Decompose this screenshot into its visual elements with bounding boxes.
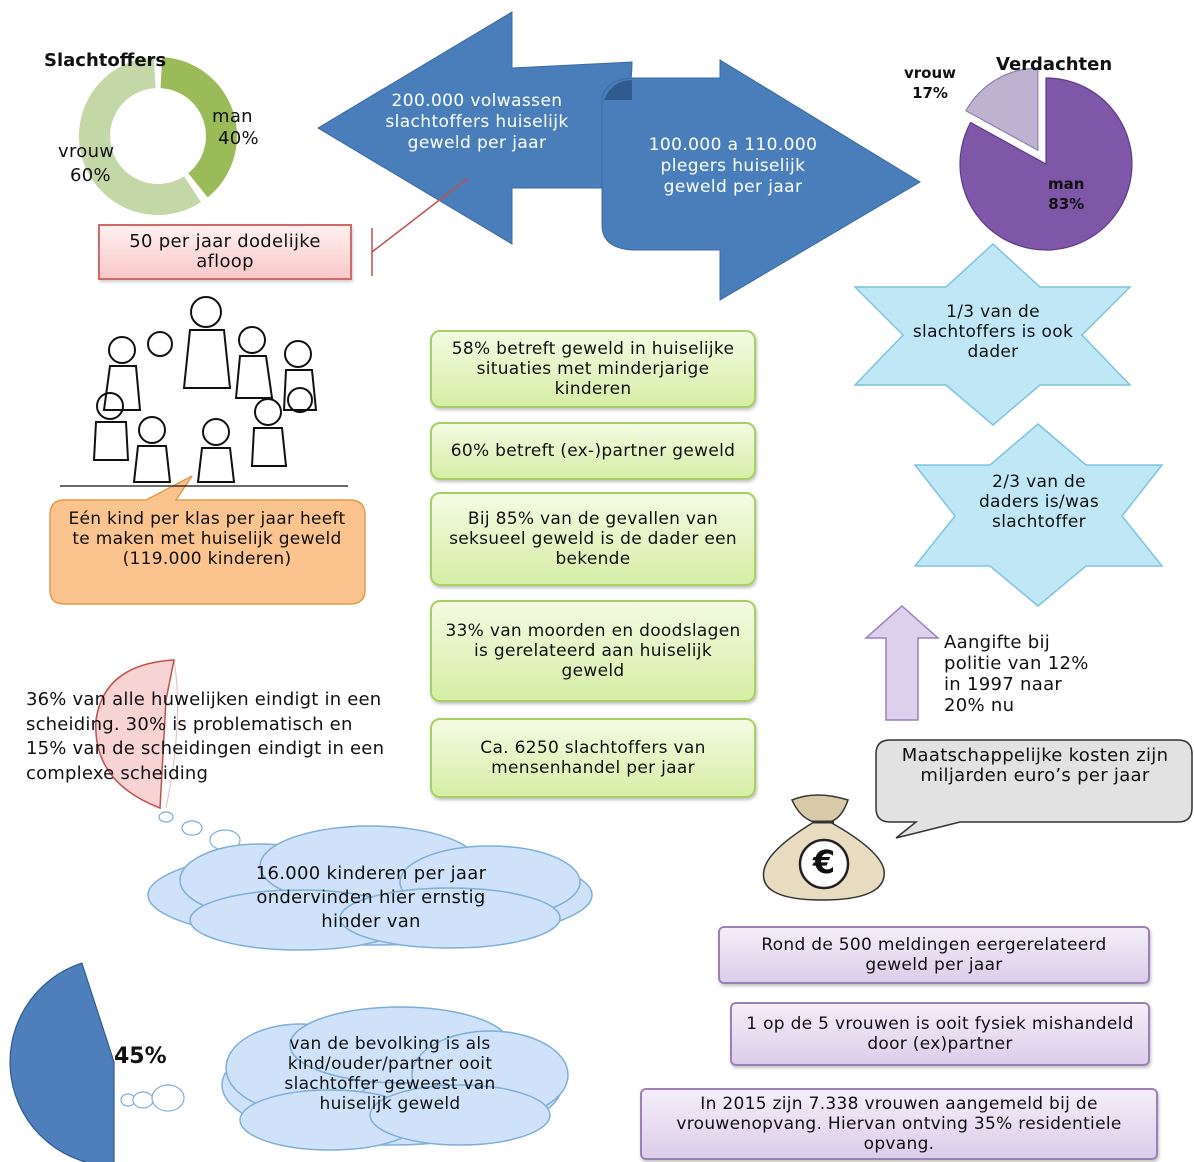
suspects-label-vrouw: vrouw 17% [904, 63, 956, 103]
star-perpetrators-victims-text: 2/3 van de daders is/was slachtoffer [978, 472, 1100, 532]
population-pie-chart [9, 962, 115, 1162]
perpetrators-arrow-text: 100.000 a 110.000 plegers huiselijk gewe… [648, 135, 818, 197]
population-cloud-shape [221, 1006, 569, 1151]
star-victims-perpetrators-text: 1/3 van de slachtoffers is ook dader [912, 302, 1074, 362]
victims-slice-vrouw [79, 57, 202, 215]
population-pct-label: 45% [114, 1044, 167, 1069]
arrow-fold [604, 80, 632, 100]
green-box-sexual: Bij 85% van de gevallen van seksueel gew… [430, 492, 756, 586]
suspects-label-vrouw-name: vrouw [904, 64, 957, 82]
children-cloud-shape [147, 825, 593, 951]
victims-label-man-name: man [212, 106, 253, 127]
purple-box-honor: Rond de 500 meldingen eergerelateerd gew… [718, 926, 1150, 984]
victims-slice-man [160, 57, 238, 198]
perpetrators-arrow-right [601, 59, 921, 301]
suspects-slice-man [959, 77, 1133, 251]
suspects-chart-title: Verdachten [996, 54, 1113, 75]
suspects-pie-chart [959, 67, 1133, 251]
victims-label-vrouw-pct: 60% [70, 165, 111, 186]
children-cloud-text: 16.000 kinderen per jaar ondervinden hie… [255, 863, 487, 932]
divorce-thought-bubble [95, 659, 175, 810]
victims-label-vrouw: vrouw 60% [58, 140, 114, 188]
green-box-trafficking: Ca. 6250 slachtoffers van mensenhandel p… [430, 718, 756, 798]
fatal-outcome-box: 50 per jaar dodelijke afloop [98, 224, 352, 280]
report-text: Aangifte bij politie van 12% in 1997 naa… [944, 632, 1089, 716]
suspects-label-vrouw-pct: 17% [912, 84, 948, 102]
suspects-label-man-name: man [1048, 175, 1085, 193]
victims-label-man: man 40% [212, 106, 259, 150]
suspects-slice-vrouw [965, 67, 1039, 152]
star-victims-perpetrators [853, 242, 1132, 426]
divorce-text: 36% van alle huwelijken eindigt in een s… [26, 689, 385, 784]
child-speech-bubble [49, 475, 366, 605]
costs-speech-bubble [875, 739, 1193, 839]
green-box-murder: 33% van moorden en doodslagen is gerelat… [430, 600, 756, 702]
report-up-arrow [864, 604, 940, 721]
purple-box-shelter: In 2015 zijn 7.338 vrouwen aangemeld bij… [640, 1088, 1158, 1160]
suspects-label-man: man 83% [1048, 174, 1084, 214]
euro-icon: € [812, 843, 836, 881]
victims-chart-title: Slachtoffers [44, 50, 167, 71]
child-bubble-text: Eén kind per klas per jaar heeft te make… [68, 509, 346, 569]
population-cloud-text: van de bevolking is als kind/ouder/partn… [284, 1034, 496, 1114]
children-circle-illustration [60, 296, 348, 487]
purple-box-women: 1 op de 5 vrouwen is ooit fysiek mishand… [730, 1002, 1150, 1066]
star-perpetrators-victims [913, 423, 1164, 607]
green-box-minors: 58% betreft geweld in huiselijke situati… [430, 330, 756, 408]
green-box-partner: 60% betreft (ex-)partner geweld [430, 422, 756, 480]
population-slice [9, 962, 115, 1162]
victims-label-man-pct: 40% [218, 128, 259, 149]
money-bag-icon [762, 794, 885, 901]
victims-arrow-text: 200.000 volwassen slachtoffers huiselijk… [385, 91, 569, 153]
victims-donut-chart [79, 57, 238, 215]
suspects-label-man-pct: 83% [1048, 195, 1085, 213]
fatal-connector-line [371, 177, 469, 276]
victims-label-vrouw-name: vrouw [58, 141, 115, 162]
costs-bubble-text: Maatschappelijke kosten zijn miljarden e… [901, 745, 1169, 786]
